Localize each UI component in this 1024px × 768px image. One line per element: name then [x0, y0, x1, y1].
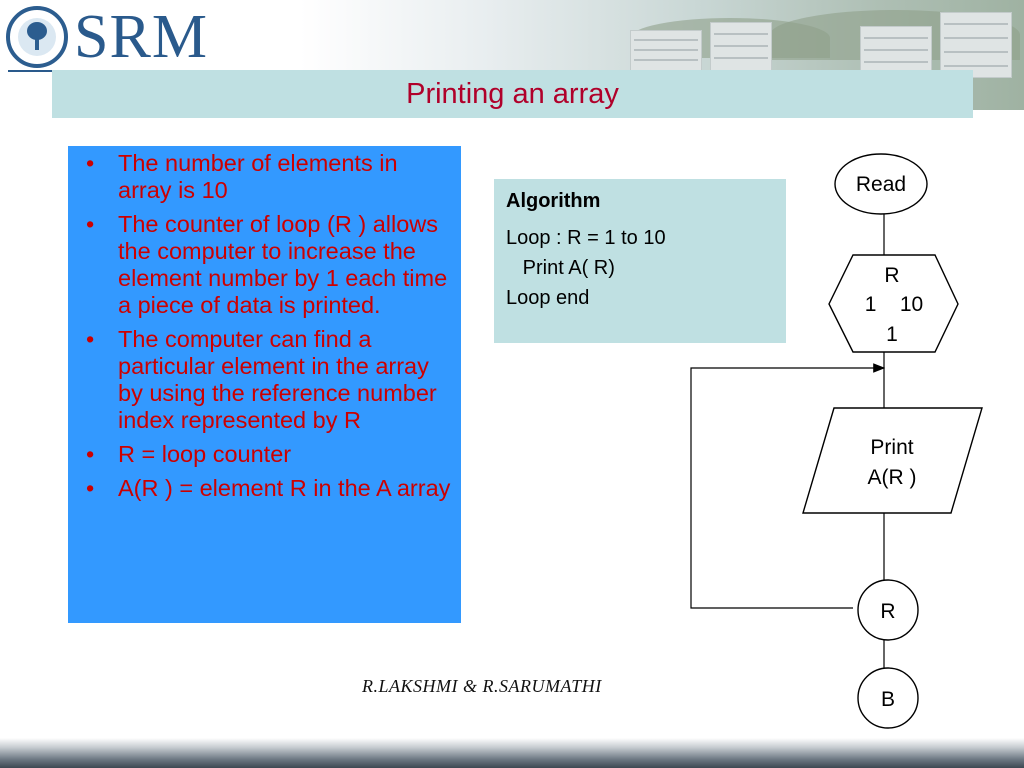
- print-parallelogram: [802, 407, 983, 514]
- print-label-line1: Print: [870, 436, 913, 459]
- bullet-dot-icon: •: [86, 326, 95, 352]
- bullet-item: •R = loop counter: [86, 441, 292, 467]
- loop-back-arrow: [690, 363, 886, 609]
- algorithm-line: Loop end: [506, 287, 590, 309]
- bullet-dot-icon: •: [86, 150, 95, 176]
- bullet-dot-icon: •: [86, 441, 95, 467]
- read-terminal: [834, 153, 928, 215]
- bullet-panel: •The number of elements in array is 10 •…: [68, 146, 461, 623]
- print-label-line2: A(R ): [868, 466, 917, 489]
- bullet-dot-icon: •: [86, 211, 95, 237]
- author-credit: R.LAKSHMI & R.SARUMATHI: [362, 676, 602, 696]
- algorithm-box: Algorithm Loop : R = 1 to 10 Print A( R)…: [494, 179, 786, 343]
- bullet-item: •A(R ) = element R in the A array: [86, 475, 451, 501]
- end-connector-circle: [857, 667, 919, 729]
- bullet-dot-icon: •: [86, 475, 95, 501]
- bullet-list: •The number of elements in array is 10 •…: [82, 150, 451, 502]
- algorithm-line: Print A( R): [506, 257, 615, 279]
- slide-title: Printing an array: [406, 77, 619, 110]
- end-label: B: [881, 688, 895, 711]
- loop-hexagon: [828, 254, 959, 353]
- bullet-item: •The counter of loop (R ) allows the com…: [86, 211, 448, 318]
- bullet-item: •The computer can find a particular elem…: [86, 326, 437, 433]
- loop-range-label: 1 10: [865, 293, 923, 316]
- counter-label: R: [880, 600, 895, 623]
- footer-bar: [0, 738, 1024, 768]
- read-label: Read: [856, 173, 906, 196]
- algorithm-heading: Algorithm: [506, 190, 601, 212]
- slide-title-bar: Printing an array: [52, 70, 973, 118]
- brand-wordmark: SRM: [74, 3, 208, 71]
- algorithm-line: Loop : R = 1 to 10: [506, 227, 666, 249]
- university-seal-logo: [6, 6, 68, 68]
- bullet-item: •The number of elements in array is 10: [86, 150, 398, 203]
- loop-var-label: R: [884, 264, 899, 287]
- counter-connector-circle: [857, 579, 919, 641]
- loop-step-label: 1: [886, 323, 898, 346]
